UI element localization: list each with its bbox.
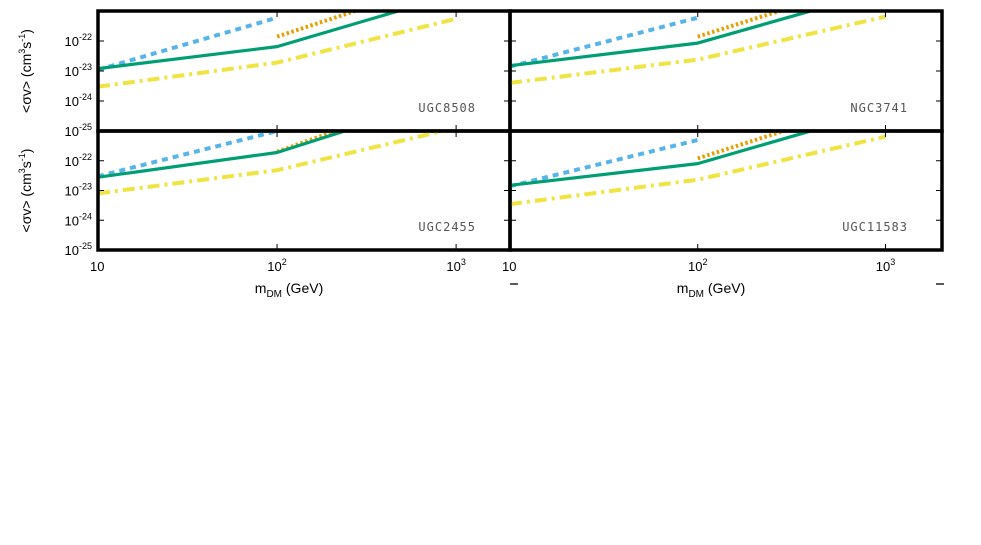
panel-series: [98, 131, 449, 196]
panel-ngc3741: NGC3741: [508, 9, 944, 133]
series-line-orange-dotted: [697, 11, 787, 39]
panel-frame: [508, 129, 944, 252]
series-line-green-solid: [510, 11, 816, 68]
y-axis-title: <σv> (cm3s-1): [17, 149, 34, 233]
series-line-yellow-dashdot: [98, 131, 449, 196]
series-line-yellow-dashdot: [510, 14, 886, 85]
panel-label: UGC8508: [418, 101, 476, 115]
x-tick-label: 102: [267, 257, 286, 274]
series-line-blue-dashed: [98, 131, 278, 179]
y-tick-label: 10-24: [65, 211, 92, 228]
panel-series: [510, 131, 886, 207]
y-tick-label: 10-25: [65, 122, 92, 139]
y-tick-label: 10-23: [65, 182, 92, 199]
y-axis-title: <σv> (cm3s-1): [17, 29, 34, 113]
panel-series: [510, 11, 886, 85]
y-tick-label: 10-25: [65, 241, 92, 258]
y-tick-label: 10-22: [65, 32, 92, 49]
x-tick-label: 102: [688, 257, 707, 274]
panel-ugc11583: UGC11583 10 102 103: [502, 129, 944, 274]
panel-label: UGC11583: [842, 220, 908, 234]
y-tick-label: 10-24: [65, 92, 92, 109]
y-tick-label: 10-23: [65, 62, 92, 79]
series-line-blue-dashed: [98, 15, 278, 72]
x-tick-label: 10: [90, 259, 104, 274]
series-line-orange-dotted: [697, 131, 788, 161]
panel-label: NGC3741: [850, 101, 908, 115]
x-tick-label: 103: [876, 257, 895, 274]
series-line-yellow-dashdot: [98, 16, 457, 89]
series-line-blue-dashed: [510, 138, 699, 189]
x-tick-label: 103: [446, 257, 465, 274]
series-line-blue-dashed: [510, 15, 699, 69]
series-line-green-solid: [510, 131, 816, 187]
x-axis-title: mDM (GeV): [677, 280, 745, 300]
series-line-yellow-dashdot: [510, 134, 886, 207]
x-tick-label: 10: [502, 259, 516, 274]
panel-ugc8508: UGC8508 10-22 10-23 10-24 10-25: [65, 9, 512, 139]
panel-label: UGC2455: [418, 220, 476, 234]
series-line-green-solid: [98, 11, 403, 71]
x-axis-title: mDM (GeV): [255, 280, 323, 300]
y-tick-label: 10-22: [65, 152, 92, 169]
series-line-green-solid: [98, 131, 349, 179]
panel-series: [98, 11, 457, 89]
